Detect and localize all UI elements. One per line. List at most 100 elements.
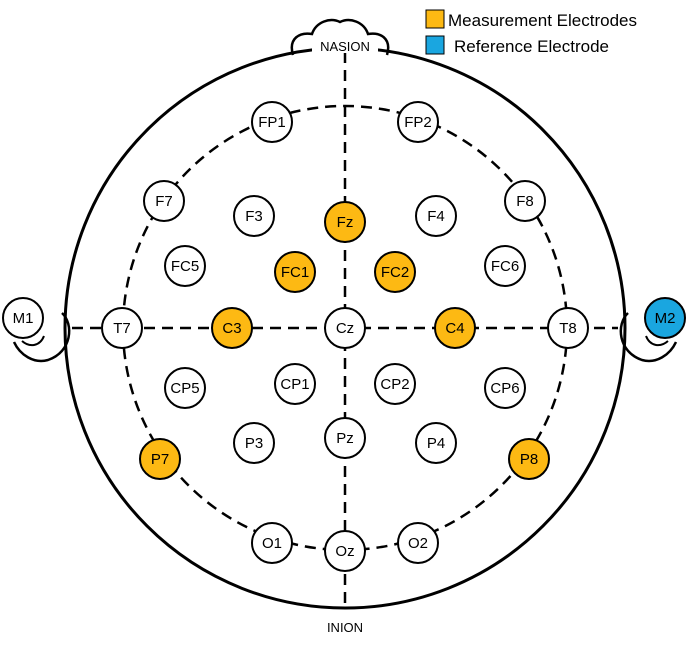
electrode-circle xyxy=(508,438,550,480)
electrode-label: CP2 xyxy=(380,376,409,393)
electrode-label: Oz xyxy=(335,543,354,560)
electrode-circle xyxy=(211,307,253,349)
electrode-circle xyxy=(233,422,275,464)
electrode-fp2: FP2 xyxy=(397,101,439,143)
electrode-cp5: CP5 xyxy=(164,367,206,409)
electrode-c3: C3 xyxy=(211,307,253,349)
legend-reference-label: Reference Electrode xyxy=(454,37,609,56)
electrode-circle xyxy=(324,307,366,349)
electrode-m2: M2 xyxy=(644,297,686,339)
electrode-f3: F3 xyxy=(233,195,275,237)
legend-measurement-swatch xyxy=(425,9,445,29)
electrode-circle xyxy=(139,438,181,480)
electrode-circle xyxy=(434,307,476,349)
electrode-cp6: CP6 xyxy=(484,367,526,409)
electrode-oz: Oz xyxy=(324,530,366,572)
electrode-fc1: FC1 xyxy=(274,251,316,293)
electrode-label: CP1 xyxy=(280,376,309,393)
electrode-circle xyxy=(274,251,316,293)
electrode-label: Pz xyxy=(336,430,354,447)
electrode-cz: Cz xyxy=(324,307,366,349)
electrode-fp1: FP1 xyxy=(251,101,293,143)
electrode-m1: M1 xyxy=(2,297,44,339)
electrode-circle xyxy=(324,417,366,459)
electrode-circle xyxy=(504,180,546,222)
right-ear-outline xyxy=(619,312,678,363)
electrode-circle xyxy=(374,363,416,405)
left-ear-inner xyxy=(21,335,45,347)
electrode-label: FC1 xyxy=(281,264,309,281)
electrode-label: Cz xyxy=(336,320,354,337)
electrode-circle xyxy=(101,307,143,349)
electrode-circle xyxy=(324,530,366,572)
electrode-label: F8 xyxy=(516,193,534,210)
electrode-label: FP1 xyxy=(258,114,286,131)
inion-label: INION xyxy=(327,620,363,635)
electrode-fz: Fz xyxy=(324,201,366,243)
electrode-label: C4 xyxy=(445,320,464,337)
electrode-t7: T7 xyxy=(101,307,143,349)
electrode-t8: T8 xyxy=(547,307,589,349)
electrode-f7: F7 xyxy=(143,180,185,222)
electrode-circle xyxy=(547,307,589,349)
electrode-label: CP6 xyxy=(490,380,519,397)
electrode-label: FC6 xyxy=(491,258,519,275)
electrode-p4: P4 xyxy=(415,422,457,464)
electrode-circle xyxy=(251,522,293,564)
electrode-pz: Pz xyxy=(324,417,366,459)
electrode-label: C3 xyxy=(222,320,241,337)
nose-outline xyxy=(290,18,390,56)
electrode-circle xyxy=(374,251,416,293)
electrode-circle xyxy=(397,101,439,143)
electrode-label: F3 xyxy=(245,208,263,225)
electrode-circle xyxy=(415,195,457,237)
electrode-fc2: FC2 xyxy=(374,251,416,293)
electrode-circle xyxy=(274,363,316,405)
electrode-f8: F8 xyxy=(504,180,546,222)
right-ear-inner xyxy=(645,335,669,347)
electrode-label: F4 xyxy=(427,208,445,225)
electrode-circle xyxy=(415,422,457,464)
electrode-circle xyxy=(644,297,686,339)
electrode-cp2: CP2 xyxy=(374,363,416,405)
electrode-label: CP5 xyxy=(170,380,199,397)
electrode-label: T8 xyxy=(559,320,577,337)
electrode-circle xyxy=(484,245,526,287)
electrode-label: FC2 xyxy=(381,264,409,281)
electrode-p8: P8 xyxy=(508,438,550,480)
electrode-label: FP2 xyxy=(404,114,432,131)
electrode-circle xyxy=(233,195,275,237)
electrode-circle xyxy=(324,201,366,243)
electrode-label: FC5 xyxy=(171,258,199,275)
electrode-label: T7 xyxy=(113,320,131,337)
electrode-p3: P3 xyxy=(233,422,275,464)
electrode-p7: P7 xyxy=(139,438,181,480)
electrode-label: Fz xyxy=(337,214,354,231)
electrode-circle xyxy=(143,180,185,222)
electrode-f4: F4 xyxy=(415,195,457,237)
electrode-o1: O1 xyxy=(251,522,293,564)
electrode-label: P3 xyxy=(245,435,263,452)
electrode-label: P4 xyxy=(427,435,445,452)
nasion-label: NASION xyxy=(320,39,370,54)
electrode-label: P7 xyxy=(151,451,169,468)
electrode-o2: O2 xyxy=(397,522,439,564)
legend-measurement-label: Measurement Electrodes xyxy=(448,11,637,30)
legend-reference-swatch xyxy=(425,35,445,55)
electrode-label: O1 xyxy=(262,535,282,552)
electrode-fc6: FC6 xyxy=(484,245,526,287)
electrode-label: M2 xyxy=(655,310,676,327)
electrode-circle xyxy=(397,522,439,564)
electrode-fc5: FC5 xyxy=(164,245,206,287)
electrode-label: O2 xyxy=(408,535,428,552)
electrode-circle xyxy=(2,297,44,339)
electrode-circle xyxy=(251,101,293,143)
electrode-label: M1 xyxy=(13,310,34,327)
electrode-circle xyxy=(164,367,206,409)
nasion-label-bg xyxy=(312,38,378,53)
electrode-circle xyxy=(164,245,206,287)
electrode-cp1: CP1 xyxy=(274,363,316,405)
left-ear-outline xyxy=(12,312,71,363)
